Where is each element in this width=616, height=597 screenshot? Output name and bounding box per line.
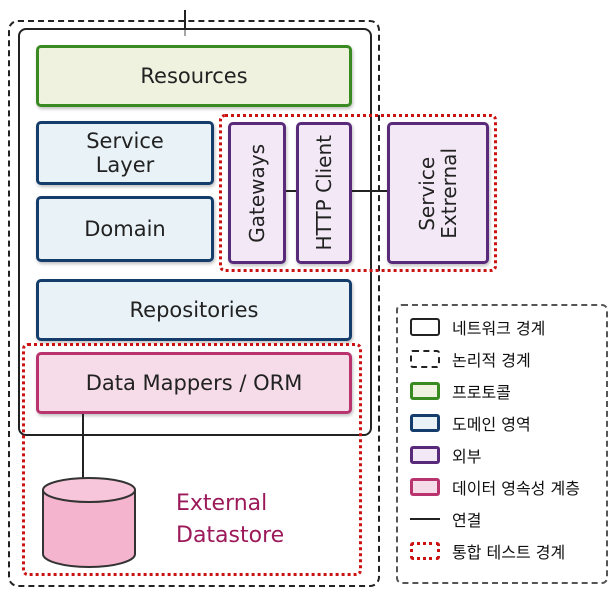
legend-label: 통합 테스트 경계 (452, 543, 566, 562)
http-client-label: HTTP Client (312, 135, 336, 251)
top-connection-line (184, 10, 186, 36)
legend-item-logical-boundary: 논리적 경계 (410, 348, 531, 370)
external-service-labels: Extrernal Service (415, 147, 461, 239)
http-client-block: HTTP Client (296, 122, 352, 264)
external-service-label-line1: Extrernal (437, 147, 461, 239)
legend-solid-border-icon (410, 318, 440, 336)
legend-label: 프로토콜 (452, 383, 511, 402)
legend-item-external: 외부 (410, 444, 481, 466)
external-service-block: Extrernal Service (387, 122, 489, 264)
legend-item-integration-test: 통합 테스트 경계 (410, 540, 565, 562)
logical-boundary (8, 20, 380, 587)
legend-item-network-boundary: 네트워크 경계 (410, 316, 545, 338)
legend-line-icon (410, 518, 440, 520)
legend-label: 논리적 경계 (452, 351, 531, 370)
data-mappers-block: Data Mappers / ORM (36, 352, 352, 414)
legend-item-connection: 연결 (410, 508, 481, 530)
external-service-label-line2: Service (415, 156, 439, 230)
repositories-label: Repositories (129, 298, 259, 322)
legend-label: 네트워크 경계 (452, 319, 546, 338)
resources-label: Resources (140, 64, 248, 88)
legend-dotted-red-icon (410, 542, 440, 560)
connection-line-http-external (352, 190, 388, 192)
legend-label: 데이터 영속성 계층 (452, 479, 580, 498)
legend-dashed-border-icon (410, 350, 440, 368)
datastore-label-line1: External (176, 491, 268, 516)
service-layer-label-line2: Layer (95, 153, 155, 177)
datastore-label: External Datastore (176, 488, 316, 552)
legend-item-protocol: 프로토콜 (410, 380, 511, 402)
domain-block: Domain (36, 196, 214, 262)
legend-item-persistence: 데이터 영속성 계층 (410, 476, 580, 498)
legend: 네트워크 경계 논리적 경계 프로토콜 도메인 영역 외부 데이터 영속성 계층… (396, 304, 608, 584)
repositories-block: Repositories (36, 279, 352, 341)
legend-pink-icon (410, 478, 440, 496)
gateways-block: Gateways (228, 122, 286, 264)
legend-blue-icon (410, 414, 440, 432)
datastore-label-line2: Datastore (176, 523, 285, 548)
gateways-label: Gateways (245, 143, 269, 243)
data-mappers-label: Data Mappers / ORM (85, 371, 303, 395)
connection-line-gateways-http (286, 190, 296, 192)
integration-test-boundary-persistence (22, 343, 362, 576)
datastore-cylinder-icon (42, 477, 136, 568)
legend-label: 외부 (452, 447, 482, 466)
connection-line-datastore (82, 414, 84, 484)
legend-label: 도메인 영역 (452, 415, 531, 434)
service-layer-block: Service Layer (36, 121, 214, 185)
legend-green-icon (410, 382, 440, 400)
service-layer-label-line1: Service (86, 129, 164, 153)
legend-label: 연결 (452, 511, 482, 530)
resources-block: Resources (36, 45, 352, 107)
legend-purple-icon (410, 446, 440, 464)
domain-label: Domain (84, 217, 166, 241)
legend-item-domain: 도메인 영역 (410, 412, 531, 434)
integration-test-boundary-external (219, 114, 497, 272)
